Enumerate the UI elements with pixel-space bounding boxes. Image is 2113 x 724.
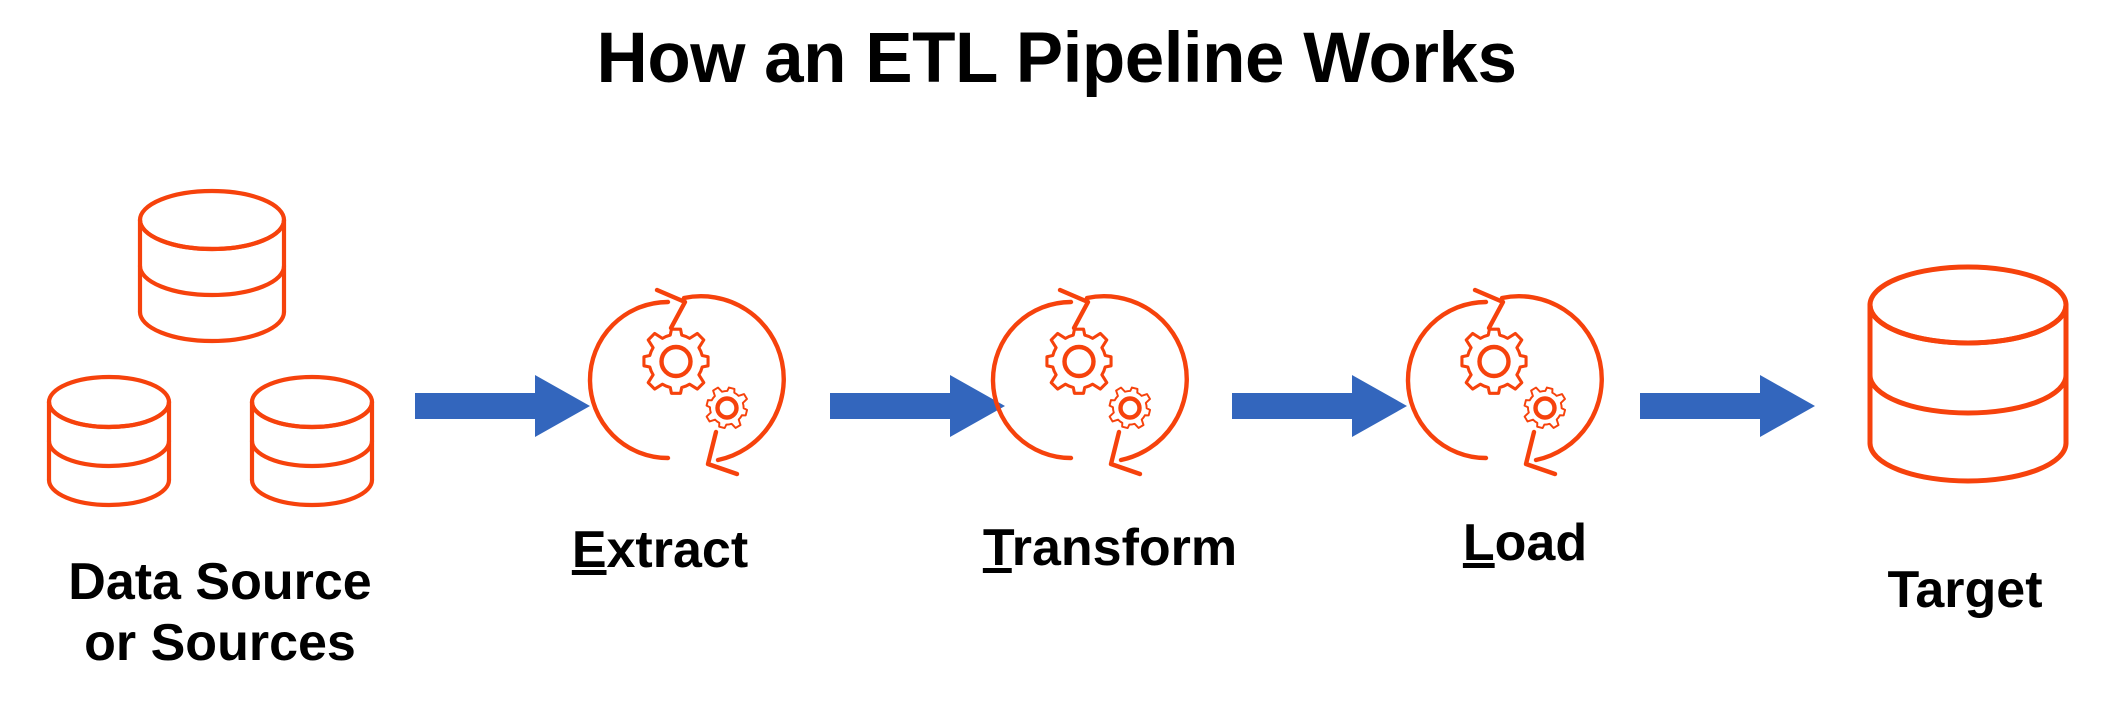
- arrow-2-icon: [830, 375, 1005, 437]
- database-icon: [249, 374, 375, 508]
- gear-large-icon: [1045, 327, 1113, 395]
- node-label-load-initial: L: [1462, 514, 1495, 572]
- database-icon: [137, 188, 287, 344]
- database-icon: [46, 374, 172, 508]
- node-label-load: Load: [1400, 513, 1650, 574]
- gear-large-icon: [1460, 327, 1528, 395]
- arrow-4-icon: [1640, 375, 1815, 437]
- node-label-transform-initial: T: [982, 519, 1012, 577]
- arrow-3-icon: [1232, 375, 1407, 437]
- gear-small-icon: [1523, 386, 1567, 429]
- transform-gears-cycle-icon: [990, 282, 1189, 482]
- node-label-extract-initial: E: [571, 521, 607, 579]
- node-label-load-rest: oad: [1494, 514, 1588, 572]
- gear-small-icon: [1108, 386, 1152, 429]
- node-label-data-source-line2: or Sources: [84, 614, 356, 673]
- target-database-icon: [1855, 264, 2105, 515]
- node-label-extract: Extract: [530, 520, 790, 581]
- arrow-1-icon: [415, 375, 590, 437]
- node-label-extract-rest: xtract: [606, 521, 749, 579]
- node-label-transform: Transform: [940, 518, 1280, 579]
- node-label-transform-rest: ransform: [1011, 519, 1238, 577]
- node-label-data-source-line1: Data Source: [68, 553, 372, 611]
- load-gears-cycle-icon: [1405, 282, 1604, 482]
- gear-small-icon: [705, 386, 749, 429]
- gear-large-icon: [642, 327, 710, 395]
- page-title: How an ETL Pipeline Works: [596, 19, 1517, 98]
- node-label-target: Target: [1887, 561, 2043, 619]
- extract-gears-cycle-icon: [587, 282, 786, 482]
- database-cluster-icon: [20, 180, 400, 525]
- node-label-data-source: Data Source or Sources: [10, 552, 430, 675]
